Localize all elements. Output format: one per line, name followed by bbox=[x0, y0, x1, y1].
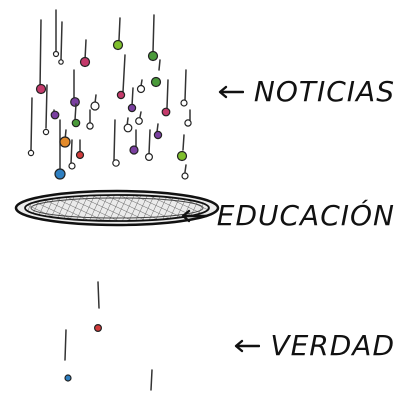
education-label-row: EDUCACIÓN bbox=[179, 202, 395, 230]
news-label-row: NOTICIAS bbox=[216, 78, 395, 106]
truth-label: VERDAD bbox=[270, 329, 395, 362]
left-arrow-icon bbox=[235, 339, 261, 353]
truth-label-row: VERDAD bbox=[232, 332, 395, 360]
left-arrow-icon bbox=[218, 85, 244, 99]
news-drops bbox=[27, 9, 192, 180]
education-label: EDUCACIÓN bbox=[216, 199, 395, 232]
truth-drops bbox=[64, 281, 153, 391]
news-label: NOTICIAS bbox=[253, 75, 395, 108]
left-arrow-icon bbox=[181, 209, 207, 223]
sieve-icon bbox=[14, 189, 220, 227]
